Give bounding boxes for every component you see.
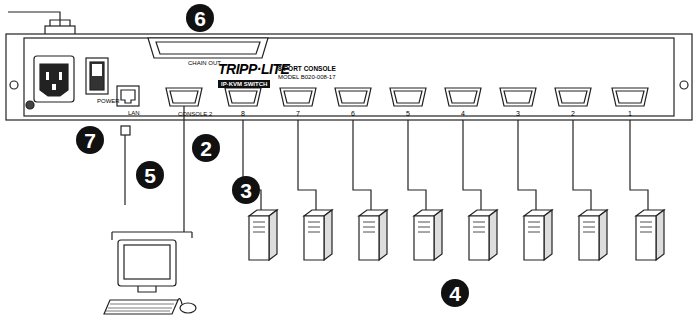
drawing-stroke	[390, 88, 426, 106]
panel-label: CONSOLE 2	[178, 111, 212, 117]
port-number: 8	[241, 110, 245, 117]
drawing-stroke	[559, 91, 587, 103]
drawing-stroke	[630, 120, 648, 212]
callout-number: 5	[136, 161, 164, 189]
drawing-stroke	[408, 120, 426, 212]
drawing-stroke	[573, 120, 591, 212]
drawing-stroke	[636, 216, 656, 260]
drawing-stroke	[363, 222, 375, 232]
drawing-stroke	[583, 222, 595, 232]
drawing-stroke	[414, 216, 434, 260]
drawing-stroke	[612, 88, 648, 106]
drawing-stroke	[379, 210, 387, 260]
callout-number: 3	[232, 176, 260, 204]
panel-label: POWER	[97, 98, 120, 104]
drawing-stroke	[434, 210, 442, 260]
panel-label: CHAIN OUT	[188, 60, 221, 66]
drawing-stroke	[225, 88, 261, 106]
port-number: 3	[516, 110, 520, 117]
drawing-stroke	[544, 210, 552, 260]
drawing-stroke	[599, 210, 607, 260]
drawing-stroke	[656, 210, 664, 260]
port-number: 7	[296, 110, 300, 117]
badge-label: IP·KVM SWITCH	[218, 80, 270, 88]
drawing-stroke	[304, 216, 324, 260]
drawing-stroke	[469, 216, 489, 260]
drawing-stroke	[249, 216, 269, 260]
drawing-stroke	[353, 120, 371, 212]
drawing-stroke	[504, 91, 532, 103]
drawing-stroke	[253, 222, 265, 232]
drawing-stroke	[489, 210, 497, 260]
drawing-stroke	[280, 88, 316, 106]
port-number: 1	[628, 110, 632, 117]
port-number: 2	[571, 110, 575, 117]
port-number: 4	[461, 110, 465, 117]
drawing-stroke	[473, 222, 485, 232]
drawing-stroke	[463, 120, 481, 212]
drawing-stroke	[339, 91, 367, 103]
drawing-stroke	[528, 222, 540, 232]
panel-label: LAN	[128, 110, 140, 116]
callout-number: 4	[441, 279, 469, 307]
port-number: 6	[351, 110, 355, 117]
drawing-stroke	[308, 222, 320, 232]
drawing-stroke	[640, 222, 652, 232]
port-number: 5	[406, 110, 410, 117]
callout-number: 6	[186, 4, 214, 32]
drawing-stroke	[359, 216, 379, 260]
model-label: 8-PORT CONSOLE	[278, 66, 336, 73]
drawing-stroke	[269, 210, 277, 260]
drawing-stroke	[324, 210, 332, 260]
drawing-stroke	[298, 120, 316, 212]
callout-number: 2	[192, 134, 220, 162]
drawing-stroke	[284, 91, 312, 103]
drawing-stroke	[579, 216, 599, 260]
drawing-stroke	[518, 120, 536, 212]
drawing-stroke	[500, 88, 536, 106]
drawing-stroke	[229, 91, 257, 103]
drawing-stroke	[524, 216, 544, 260]
drawing-stroke	[555, 88, 591, 106]
callout-number: 7	[76, 126, 104, 154]
drawing-stroke	[394, 91, 422, 103]
panel-label: MODEL B020-008-17	[278, 74, 335, 80]
drawing-stroke	[616, 91, 644, 103]
drawing-stroke	[335, 88, 371, 106]
drawing-stroke	[445, 88, 481, 106]
drawing-stroke	[449, 91, 477, 103]
drawing-stroke	[418, 222, 430, 232]
